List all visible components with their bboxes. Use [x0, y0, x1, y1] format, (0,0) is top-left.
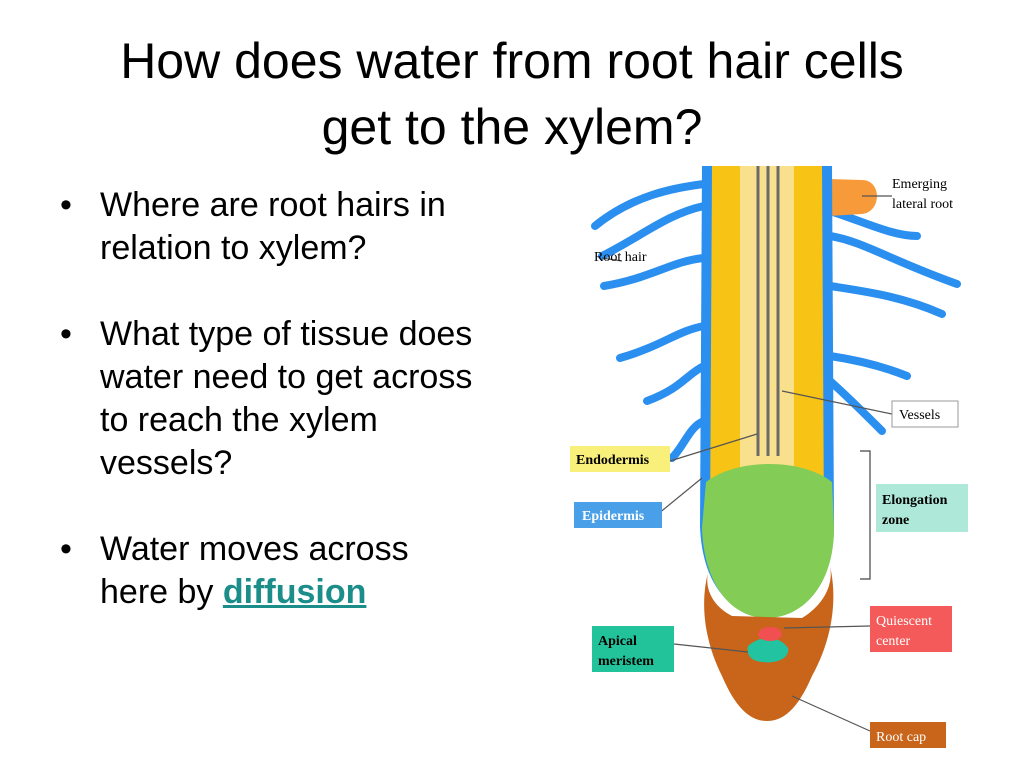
root-tip-diagram: Emerging lateral root Root hair Vessels … [570, 166, 968, 748]
vessels-box [891, 400, 959, 428]
label-root-cap: Root cap [876, 730, 926, 745]
root-hair [591, 180, 708, 230]
label-quiescent-center: Quiescent [876, 614, 932, 629]
label-epidermis: Epidermis [582, 509, 645, 524]
leader-line [783, 625, 871, 629]
root-hair [643, 362, 708, 405]
leader-line [601, 257, 623, 262]
bullet-text: Water moves across here by [100, 530, 409, 611]
label-endodermis: Endodermis [576, 453, 650, 468]
leader-line [791, 695, 871, 732]
root-hair [826, 232, 961, 288]
label-apical-meristem: Apical [598, 634, 637, 649]
leader-line [673, 643, 749, 653]
apical-meristem-shape [747, 637, 789, 663]
bullet-text: Where are root hairs in relation to xyle… [100, 186, 446, 267]
slide-title-line-1: How does water from root hair cells [120, 33, 904, 89]
label-root-hair: Root hair [594, 250, 647, 265]
leader-line [781, 390, 893, 415]
quiescent-box [870, 606, 952, 652]
endodermis-box [570, 446, 670, 472]
bullet-text: What type of tissue does water need to g… [100, 315, 473, 482]
rootcap-box [870, 722, 946, 748]
leader-line [657, 477, 703, 515]
root-hair [826, 282, 946, 318]
bullet-dot: • [60, 186, 72, 224]
label-emerging-lateral-root: Emerging [892, 177, 947, 192]
root-hair [598, 202, 708, 260]
bullet-item: • Water moves across here by diffusion [56, 528, 486, 614]
label-emerging-lateral-root-2: lateral root [892, 197, 953, 212]
root-hair [600, 254, 708, 290]
label-elongation-zone: Elongation [882, 493, 948, 508]
root-hair [826, 377, 886, 435]
diffusion-link[interactable]: diffusion [222, 573, 367, 611]
bullet-dot: • [60, 315, 72, 353]
label-elongation-zone-2: zone [882, 513, 909, 528]
bullet-list: • Where are root hairs in relation to xy… [56, 184, 486, 657]
leader-lines [601, 195, 893, 732]
elongation-zone-shape [702, 464, 834, 618]
elongation-box [876, 484, 968, 532]
bullet-item: • What type of tissue does water need to… [56, 313, 486, 485]
elongation-bracket [860, 450, 871, 580]
label-quiescent-center-2: center [876, 634, 911, 649]
leader-line [669, 433, 758, 462]
apical-box [592, 626, 674, 672]
label-vessels: Vessels [899, 408, 940, 423]
bullet-item: • Where are root hairs in relation to xy… [56, 184, 486, 270]
label-apical-meristem-2: meristem [598, 654, 654, 669]
xylem-vessels [756, 166, 780, 456]
root-hair [826, 352, 911, 380]
slide-title: How does water from root hair cells get … [0, 28, 1024, 160]
quiescent-center-shape [758, 627, 782, 641]
epidermis-box [574, 502, 662, 528]
root-hair [616, 322, 708, 362]
bullet-dot: • [60, 530, 72, 568]
slide-title-line-2: get to the xylem? [321, 99, 703, 155]
